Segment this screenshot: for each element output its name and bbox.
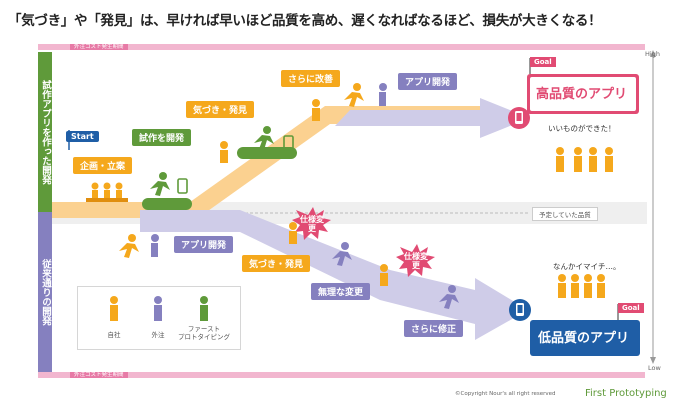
cost-band-label-bottom: 外注コスト発生期間 — [70, 372, 128, 378]
walker-purple-top — [379, 83, 387, 106]
runner-purple-bottom-2 — [439, 285, 459, 309]
runner-orange-top — [344, 83, 364, 107]
bottom-flow-path — [140, 210, 528, 340]
spec-change-figure — [380, 264, 388, 286]
planning-label: 企画・立案 — [73, 157, 133, 174]
legend-first-proto: ファースト プロトタイピング — [178, 325, 230, 341]
unhappy-users-group — [558, 274, 605, 298]
start-flag: Start — [66, 131, 99, 142]
headline: 「気づき」や「発見」は、早ければ早いほど品質を高め、遅くなればなるほど、損失が大… — [8, 13, 602, 29]
legend-inhouse: 自社 — [107, 331, 121, 339]
legend-outsource-icon — [154, 296, 162, 321]
cost-band-bottom — [38, 372, 645, 378]
prototype-phone-2 — [283, 135, 294, 151]
cost-band-top — [38, 44, 645, 50]
happy-users-group — [556, 147, 613, 172]
discovery-label-top: 気づき・発見 — [186, 101, 255, 118]
legend-inhouse-icon — [110, 296, 118, 321]
goal-low-quality: 低品質のアプリ — [538, 331, 630, 346]
sidebar-prototype-dev: 試作アプリを作った開発 — [38, 52, 52, 212]
goal-low-bg — [530, 320, 640, 356]
axis-low-label: Low — [648, 364, 661, 372]
app-dev-label-bottom: アプリ開発 — [174, 236, 234, 253]
copyright: ©Copyright Nour's all right reserved — [455, 391, 556, 397]
discovery-figure-top — [220, 141, 228, 163]
runner-green-1 — [150, 172, 170, 196]
discovery-figure-bottom — [289, 222, 297, 244]
prototype-phone-1 — [177, 178, 188, 194]
spec-change-burst-2 — [396, 244, 435, 277]
legend-first-proto-icon — [200, 296, 208, 321]
legend-outsource: 外注 — [151, 331, 165, 339]
top-flow-green-segment-1 — [142, 198, 192, 210]
major-change-label: 無理な変更 — [311, 283, 371, 300]
cost-band-label-top: 外注コスト発生期間 — [70, 44, 128, 50]
fix-label: さらに修正 — [404, 320, 464, 337]
spec-change-burst-1 — [292, 207, 331, 240]
prototype-label: 試作を開発 — [132, 129, 192, 146]
spec-change-label-1: 仕様変更 — [300, 215, 324, 233]
walker-purple-bottom — [151, 234, 159, 257]
runner-green-2 — [254, 126, 274, 150]
runner-orange-bottom — [119, 234, 139, 258]
sidebar-conventional-dev: 従来通りの開発 — [38, 212, 52, 372]
reaction-meh: なんかイマイチ…。 — [553, 262, 621, 271]
top-flow-green-segment-2 — [237, 147, 297, 159]
reaction-good: いいものができた！ — [548, 124, 616, 133]
planning-team-figures — [86, 182, 128, 202]
discovery-label-bottom: 気づき・発見 — [242, 255, 311, 272]
improve-label: さらに改善 — [281, 70, 341, 87]
app-dev-label-top: アプリ開発 — [398, 73, 458, 90]
runner-purple-bottom-1 — [332, 242, 352, 266]
top-flow-arrow — [335, 98, 530, 138]
goal-flag-bottom: Goal — [618, 303, 644, 313]
planned-quality-label: 予定していた品質 — [532, 207, 598, 221]
brand-logo: First Prototyping — [585, 388, 667, 399]
axis-high-label: High — [645, 50, 660, 58]
goal-high-inner — [530, 77, 636, 111]
goal-flag-top: Goal — [530, 57, 556, 67]
goal-high-quality: 高品質のアプリ — [536, 87, 628, 102]
top-flow-path — [52, 106, 490, 218]
legend: 自社 外注 ファースト プロトタイピング — [77, 286, 241, 350]
spec-change-label-2: 仕様変更 — [404, 252, 428, 270]
improve-figure-top — [312, 99, 320, 121]
